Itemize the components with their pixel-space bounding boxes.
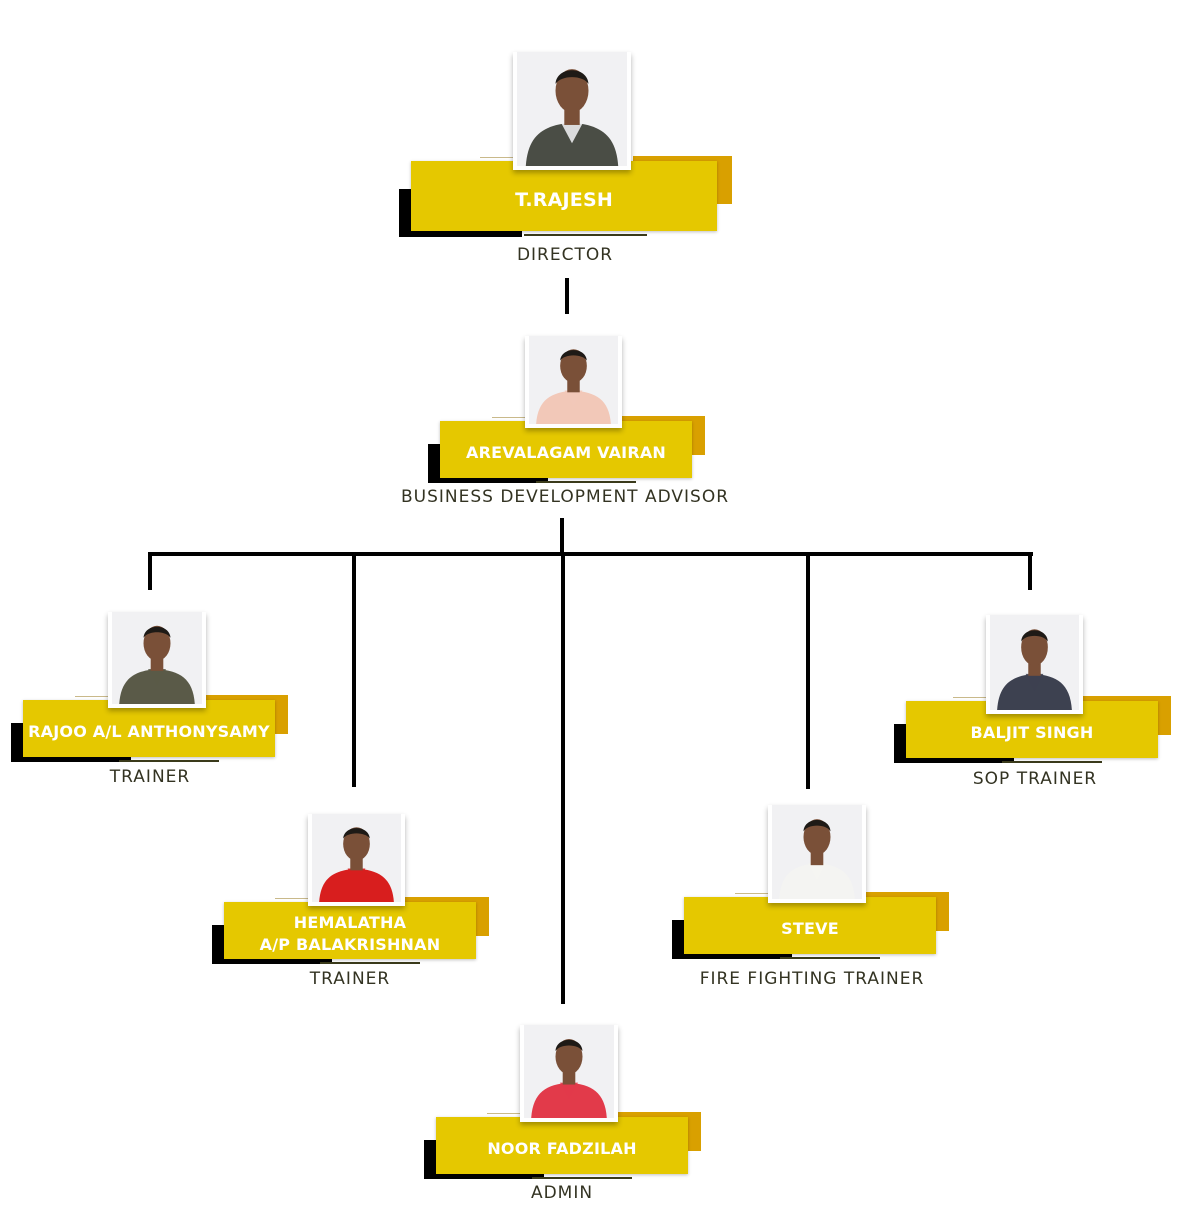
member-name: BALJIT SINGH bbox=[970, 722, 1094, 742]
member-name: T.RAJESH bbox=[515, 189, 613, 211]
connector-horizontal bbox=[148, 552, 1033, 556]
name-band: RAJOO A/L ANTHONYSAMY bbox=[23, 700, 275, 757]
member-photo bbox=[513, 52, 631, 170]
member-photo bbox=[986, 615, 1083, 714]
member-photo bbox=[108, 612, 206, 708]
name-underline bbox=[524, 234, 647, 236]
member-name: RAJOO A/L ANTHONYSAMY bbox=[28, 721, 270, 741]
member-role: BUSINESS DEVELOPMENT ADVISOR bbox=[400, 487, 730, 507]
member-role: TRAINER bbox=[309, 969, 391, 989]
accent-line bbox=[492, 417, 532, 418]
name-underline bbox=[119, 760, 219, 762]
name-band: T.RAJESH bbox=[411, 161, 717, 231]
member-photo bbox=[520, 1025, 618, 1122]
member-role: FIRE FIGHTING TRAINER bbox=[699, 969, 925, 989]
name-underline bbox=[536, 481, 636, 483]
member-name: STEVE bbox=[781, 918, 839, 938]
person-silhouette-icon bbox=[997, 629, 1072, 710]
person-silhouette-icon bbox=[319, 827, 394, 902]
name-underline bbox=[320, 962, 420, 964]
name-underline bbox=[1002, 761, 1102, 763]
person-silhouette-icon bbox=[536, 349, 611, 424]
name-underline bbox=[780, 957, 880, 959]
connector-director-advisor bbox=[565, 278, 569, 314]
member-role: ADMIN bbox=[530, 1183, 594, 1203]
member-photo bbox=[525, 336, 622, 428]
name-band: STEVE bbox=[684, 897, 936, 954]
accent-line bbox=[275, 898, 315, 899]
accent-line bbox=[75, 696, 115, 697]
member-photo bbox=[768, 805, 866, 903]
member-role: DIRECTOR bbox=[516, 245, 614, 265]
person-silhouette-icon bbox=[779, 819, 855, 899]
person-silhouette-icon bbox=[119, 625, 195, 704]
member-role: SOP TRAINER bbox=[972, 769, 1098, 789]
member-name: HEMALATHA A/P BALAKRISHNAN bbox=[259, 912, 441, 954]
accent-line bbox=[487, 1113, 527, 1114]
name-underline bbox=[532, 1177, 632, 1179]
connector-drop-baljit bbox=[1028, 552, 1032, 590]
connector-drop-noor bbox=[561, 552, 565, 1004]
connector-advisor-stem bbox=[560, 518, 564, 556]
member-name: AREVALAGAM VAIRAN bbox=[465, 442, 667, 462]
connector-drop-rajoo bbox=[148, 552, 152, 590]
person-silhouette-icon bbox=[525, 69, 619, 166]
member-photo bbox=[308, 814, 405, 906]
accent-line bbox=[480, 157, 520, 158]
name-band: HEMALATHA A/P BALAKRISHNAN bbox=[224, 902, 476, 959]
name-band: AREVALAGAM VAIRAN bbox=[440, 421, 692, 478]
name-band: NOOR FADZILAH bbox=[436, 1117, 688, 1174]
accent-line bbox=[953, 697, 993, 698]
connector-drop-hemalatha bbox=[352, 552, 356, 787]
member-name: NOOR FADZILAH bbox=[487, 1138, 637, 1158]
accent-line bbox=[735, 893, 775, 894]
connector-drop-steve bbox=[806, 552, 810, 789]
member-role: TRAINER bbox=[109, 767, 191, 787]
person-silhouette-icon bbox=[531, 1038, 607, 1118]
